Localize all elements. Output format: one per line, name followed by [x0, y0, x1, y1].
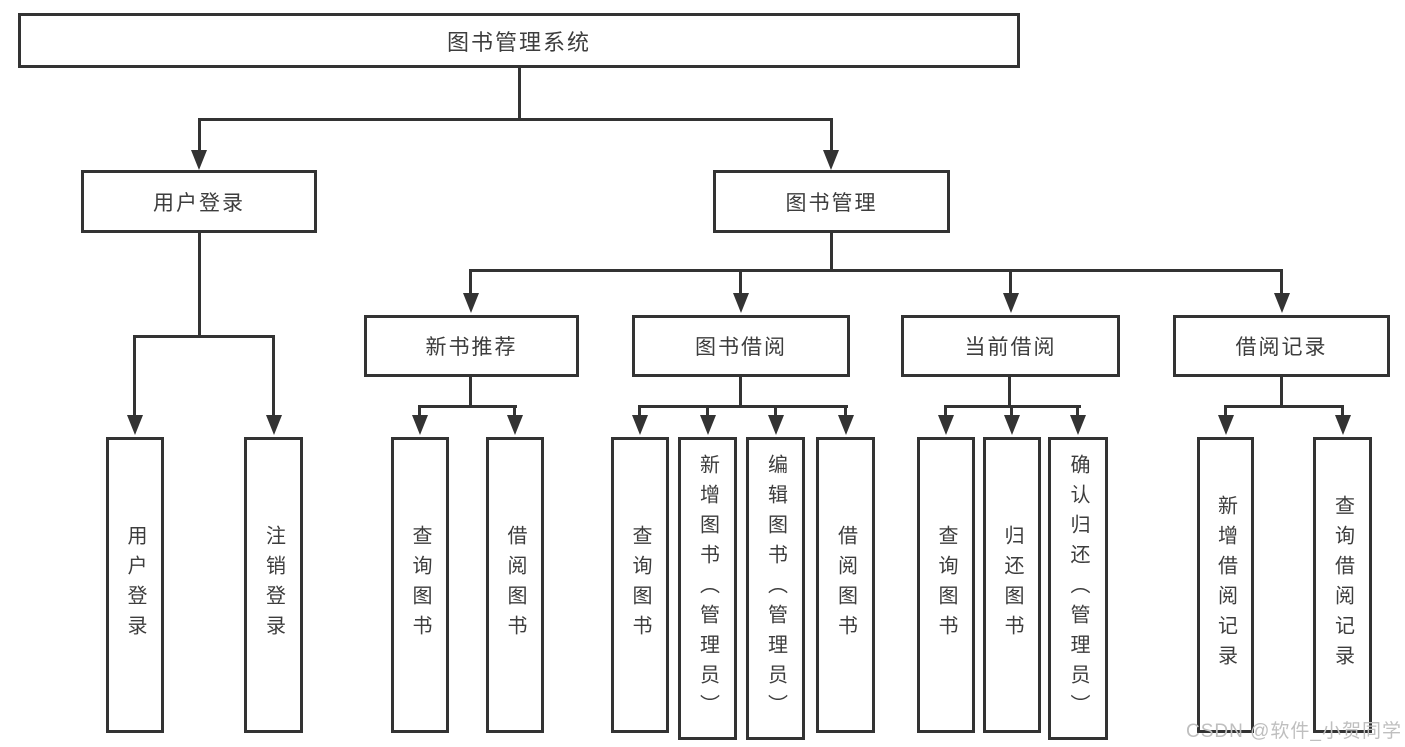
leaf-newbook-borrow-book: 借阅图书 — [486, 437, 544, 733]
leaf-label: 查询借阅记录 — [1331, 495, 1354, 675]
leaf-logout-login: 注销登录 — [244, 437, 303, 733]
leaf-record-add-borrow-record: 新增借阅记录 — [1197, 437, 1254, 733]
arrow-down-icon — [463, 293, 479, 313]
node-user-login: 用户登录 — [81, 170, 317, 233]
leaf-label: 查询图书 — [935, 525, 957, 645]
leaf-current-query-book: 查询图书 — [917, 437, 975, 733]
connector-line — [1010, 405, 1013, 419]
arrow-down-icon — [127, 415, 143, 435]
connector-line — [638, 405, 848, 408]
node-current-borrow: 当前借阅 — [901, 315, 1120, 377]
leaf-borrow-query-book: 查询图书 — [611, 437, 669, 733]
leaf-label: 注销登录 — [262, 525, 285, 645]
arrow-down-icon — [1070, 415, 1086, 435]
connector-line — [1008, 377, 1011, 407]
connector-line — [1224, 405, 1227, 419]
leaf-label: 借阅图书 — [834, 525, 857, 645]
leaf-label: 查询图书 — [409, 525, 431, 645]
leaf-label: 借阅图书 — [504, 525, 526, 645]
node-label: 图书借阅 — [695, 336, 787, 359]
arrow-down-icon — [838, 415, 854, 435]
arrow-down-icon — [1218, 415, 1234, 435]
connector-line — [469, 377, 472, 407]
connector-line — [1076, 405, 1079, 419]
connector-line — [198, 233, 201, 337]
leaf-label: 用户登录 — [124, 525, 146, 645]
node-label: 图书管理系统 — [446, 29, 591, 55]
arrow-down-icon — [700, 415, 716, 435]
leaf-user-login: 用户登录 — [106, 437, 164, 733]
arrow-down-icon — [507, 415, 523, 435]
leaf-label: 新增图书（管理员） — [696, 453, 719, 724]
connector-line — [1280, 377, 1283, 407]
connector-line — [198, 118, 201, 154]
connector-line — [739, 377, 742, 407]
connector-line — [133, 335, 136, 417]
leaf-label: 新增借阅记录 — [1214, 495, 1237, 675]
connector-line — [418, 405, 517, 408]
connector-line — [469, 269, 1283, 272]
leaf-label: 确认归还（管理员） — [1067, 453, 1089, 724]
connector-line — [133, 335, 275, 338]
connector-line — [1280, 269, 1283, 297]
node-new-book-recommend: 新书推荐 — [364, 315, 579, 377]
node-label: 当前借阅 — [964, 336, 1057, 359]
node-label: 借阅记录 — [1235, 336, 1328, 359]
node-book-management: 图书管理 — [713, 170, 950, 233]
arrow-down-icon — [412, 415, 428, 435]
connector-line — [638, 405, 641, 419]
leaf-label: 查询图书 — [629, 525, 651, 645]
leaf-current-confirm-return-admin: 确认归还（管理员） — [1048, 437, 1108, 740]
connector-line — [739, 269, 742, 297]
arrow-down-icon — [938, 415, 954, 435]
connector-line — [774, 405, 777, 419]
arrow-down-icon — [823, 150, 839, 170]
connector-line — [706, 405, 709, 419]
leaf-record-query-borrow-record: 查询借阅记录 — [1313, 437, 1372, 733]
arrow-down-icon — [768, 415, 784, 435]
leaf-borrow-add-book-admin: 新增图书（管理员） — [678, 437, 737, 740]
connector-line — [198, 118, 833, 121]
arrow-down-icon — [632, 415, 648, 435]
arrow-down-icon — [191, 150, 207, 170]
arrow-down-icon — [266, 415, 282, 435]
arrow-down-icon — [1003, 293, 1019, 313]
node-label: 用户登录 — [153, 191, 245, 215]
node-borrow-record: 借阅记录 — [1173, 315, 1390, 377]
connector-line — [418, 405, 421, 419]
node-book-borrow: 图书借阅 — [632, 315, 850, 377]
arrow-down-icon — [1274, 293, 1290, 313]
connector-line — [272, 335, 275, 417]
connector-line — [1224, 405, 1344, 408]
watermark: CSDN @软件_小贺同学 — [1186, 721, 1402, 742]
leaf-label: 编辑图书（管理员） — [764, 453, 787, 724]
leaf-label: 归还图书 — [1001, 525, 1023, 645]
arrow-down-icon — [733, 293, 749, 313]
connector-line — [830, 118, 833, 154]
connector-line — [844, 405, 847, 419]
connector-line — [944, 405, 947, 419]
connector-line — [469, 269, 472, 297]
arrow-down-icon — [1004, 415, 1020, 435]
connector-line — [830, 233, 833, 272]
node-root: 图书管理系统 — [18, 13, 1020, 68]
connector-line — [1341, 405, 1344, 419]
arrow-down-icon — [1335, 415, 1351, 435]
leaf-current-return-book: 归还图书 — [983, 437, 1041, 733]
leaf-newbook-query-book: 查询图书 — [391, 437, 449, 733]
node-label: 图书管理 — [785, 191, 878, 215]
connector-line — [1009, 269, 1012, 297]
connector-line — [513, 405, 516, 419]
node-label: 新书推荐 — [425, 336, 518, 359]
leaf-borrow-borrow-book: 借阅图书 — [816, 437, 875, 733]
connector-line — [518, 68, 521, 120]
leaf-borrow-edit-book-admin: 编辑图书（管理员） — [746, 437, 805, 740]
